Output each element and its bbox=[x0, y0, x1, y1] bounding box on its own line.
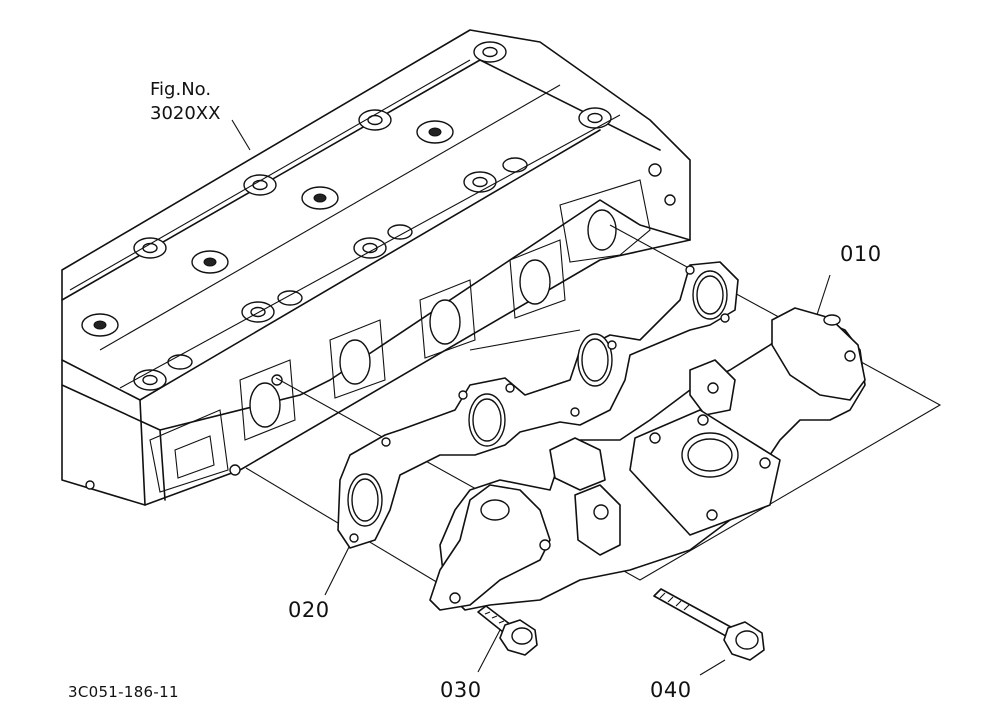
flange-bolt-short bbox=[477, 605, 538, 656]
flange-bolt-long bbox=[653, 588, 765, 661]
figure-reference-line1: Fig.No. bbox=[150, 79, 212, 100]
callout-040[interactable]: 040 bbox=[650, 678, 692, 702]
manifold-gasket bbox=[337, 261, 739, 549]
callout-030[interactable]: 030 bbox=[440, 678, 482, 702]
figure-reference-label: Fig.No. 3020XX bbox=[150, 78, 220, 126]
exhaust-manifold bbox=[429, 307, 866, 611]
callout-020[interactable]: 020 bbox=[288, 598, 330, 622]
callout-010[interactable]: 010 bbox=[840, 242, 882, 266]
figure-reference-line2: 3020XX bbox=[150, 103, 221, 124]
drawing-code: 3C051-186-11 bbox=[68, 683, 179, 701]
cylinder-head bbox=[61, 29, 691, 506]
